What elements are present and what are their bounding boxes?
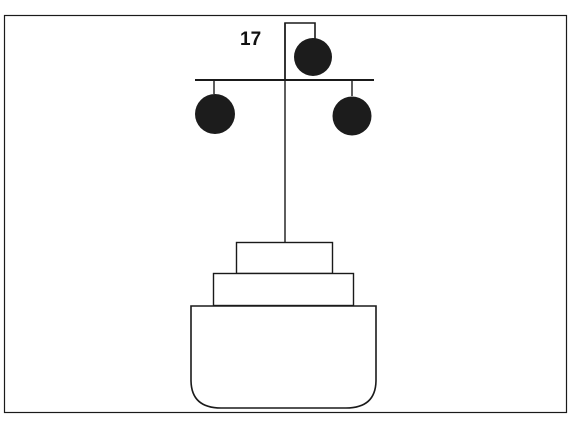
base-tier-top	[235, 241, 334, 275]
base-tier-bottom	[190, 305, 377, 409]
top-ball	[294, 38, 332, 76]
right-ball	[332, 96, 372, 136]
base-tier-middle	[212, 272, 355, 307]
frame-border	[3, 14, 568, 414]
figure-number: 17	[240, 29, 262, 50]
left-ball	[195, 94, 235, 134]
